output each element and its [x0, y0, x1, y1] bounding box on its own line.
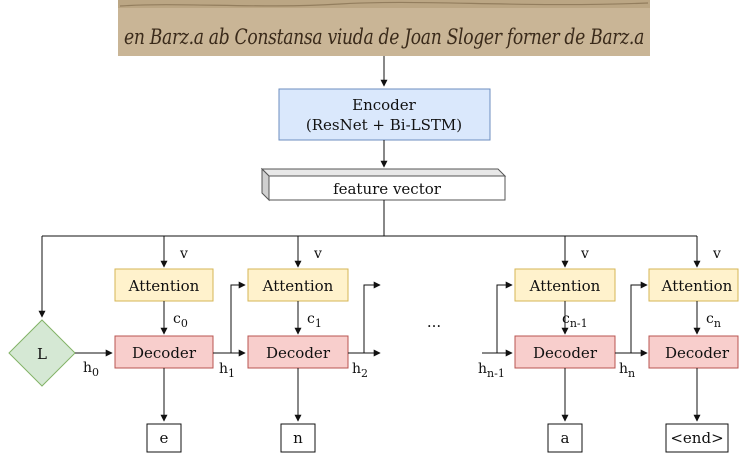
output-box-0 — [146, 423, 182, 453]
output-token-2: a — [561, 429, 570, 447]
context-base-0: c — [173, 311, 181, 327]
context-sub-1: 1 — [315, 317, 322, 330]
decoder-step-1: v Attention c1 Decoder h1 n — [219, 236, 349, 453]
encoder-subtitle: (ResNet + Bi-LSTM) — [306, 116, 462, 134]
attention-box-2 — [514, 268, 616, 302]
length-node: L — [8, 319, 76, 387]
v-label-3: v — [712, 246, 721, 262]
hidden-sub-0: 0 — [92, 366, 99, 379]
output-token-0: e — [160, 429, 169, 447]
hidden-base-0: h — [83, 360, 92, 376]
encoder-box — [278, 88, 491, 141]
decoder-step-n-1: v Attention cn-1 Decoder hn-1 a — [478, 236, 616, 453]
manuscript-background — [118, 0, 650, 56]
attention-box-1 — [247, 268, 349, 302]
output-box-2 — [547, 423, 583, 453]
context-sub-3: n — [714, 317, 721, 330]
decoder-label-3: Decoder — [665, 344, 730, 362]
context-label-0: c0 — [173, 311, 188, 330]
hidden-sub-2: n-1 — [487, 367, 505, 380]
context-base-2: c — [562, 311, 570, 327]
hidden-label-1-out: h2 — [352, 361, 368, 380]
attention-label-2: Attention — [529, 277, 601, 295]
manuscript-top-shade — [118, 0, 650, 8]
decoder-label-2: Decoder — [533, 344, 598, 362]
output-token-3: <end> — [670, 429, 723, 447]
output-box-3 — [665, 423, 729, 453]
decoder-box-1 — [247, 335, 349, 369]
context-base-1: c — [307, 311, 315, 327]
manuscript-text: en Barz.a ab Constansa viuda de Joan Slo… — [124, 25, 644, 49]
decoder-box-0 — [114, 335, 214, 369]
ellipsis-text: ... — [427, 313, 441, 331]
feature-vector-top-face — [260, 168, 507, 177]
hidden-base-2: h — [478, 361, 487, 377]
context-base-3: c — [706, 311, 714, 327]
output-box-1 — [280, 423, 316, 453]
attention-label-0: Attention — [128, 277, 200, 295]
length-diamond — [8, 319, 76, 387]
attention-box-3 — [648, 268, 739, 302]
hidden-label-1: h1 — [219, 361, 235, 380]
context-sub-0: 0 — [181, 317, 188, 330]
hidden-label-2: hn-1 — [478, 361, 505, 380]
hidden-sub-1: 1 — [228, 367, 235, 380]
decoder-step-0: v Attention c0 Decoder h0 e — [83, 236, 214, 453]
feedback-arrow-1 — [230, 281, 246, 353]
decoder-label-1: Decoder — [266, 344, 331, 362]
feature-vector-block: feature vector — [260, 167, 507, 202]
manuscript-line-fragment — [119, 1, 649, 7]
v-label-1: v — [313, 246, 322, 262]
hidden-label-0: h0 — [83, 360, 99, 379]
attention-label-1: Attention — [262, 277, 334, 295]
hidden-base-3: h — [619, 361, 628, 377]
attention-box-0 — [114, 268, 214, 302]
encoder-title: Encoder — [352, 96, 417, 114]
hidden-sub-3: n — [628, 367, 635, 380]
feature-vector-label: feature vector — [333, 180, 442, 198]
feedback-arrow-n-1 — [496, 281, 513, 353]
hidden-out-sub-1: 2 — [361, 367, 368, 380]
context-sub-2: n-1 — [570, 317, 588, 330]
hidden-out-base-1: h — [352, 361, 361, 377]
attention-label-3: Attention — [661, 277, 733, 295]
length-label: L — [37, 345, 47, 363]
decoder-label-0: Decoder — [132, 344, 197, 362]
encoder-block: Encoder (ResNet + Bi-LSTM) — [278, 88, 491, 141]
v-label-2: v — [580, 246, 589, 262]
decoder-step-n: v Attention cn Decoder hn <end> — [619, 236, 739, 453]
hidden-label-3: hn — [619, 361, 635, 380]
context-label-2: cn-1 — [562, 311, 588, 330]
feedback-arrow-n — [630, 281, 648, 353]
decoder-box-2 — [514, 335, 616, 369]
decoder-box-3 — [648, 335, 739, 369]
feedback-arrow-2 — [363, 281, 381, 353]
output-token-1: n — [293, 429, 303, 447]
handwriting-image: en Barz.a ab Constansa viuda de Joan Slo… — [118, 0, 650, 56]
hidden-base-1: h — [219, 361, 228, 377]
context-label-1: c1 — [307, 311, 322, 330]
v-label-0: v — [179, 246, 188, 262]
feature-vector-front-face — [268, 175, 506, 201]
context-label-3: cn — [706, 311, 721, 330]
